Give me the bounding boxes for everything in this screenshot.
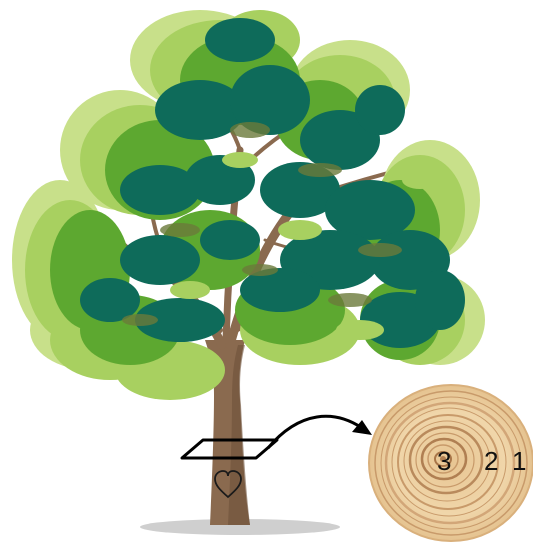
ring-label-1: 1 <box>512 446 526 476</box>
ring-label-2: 2 <box>484 446 498 476</box>
tree-foliage <box>12 10 485 400</box>
arrow-icon <box>268 416 372 448</box>
ring-label-3: 3 <box>437 446 451 476</box>
